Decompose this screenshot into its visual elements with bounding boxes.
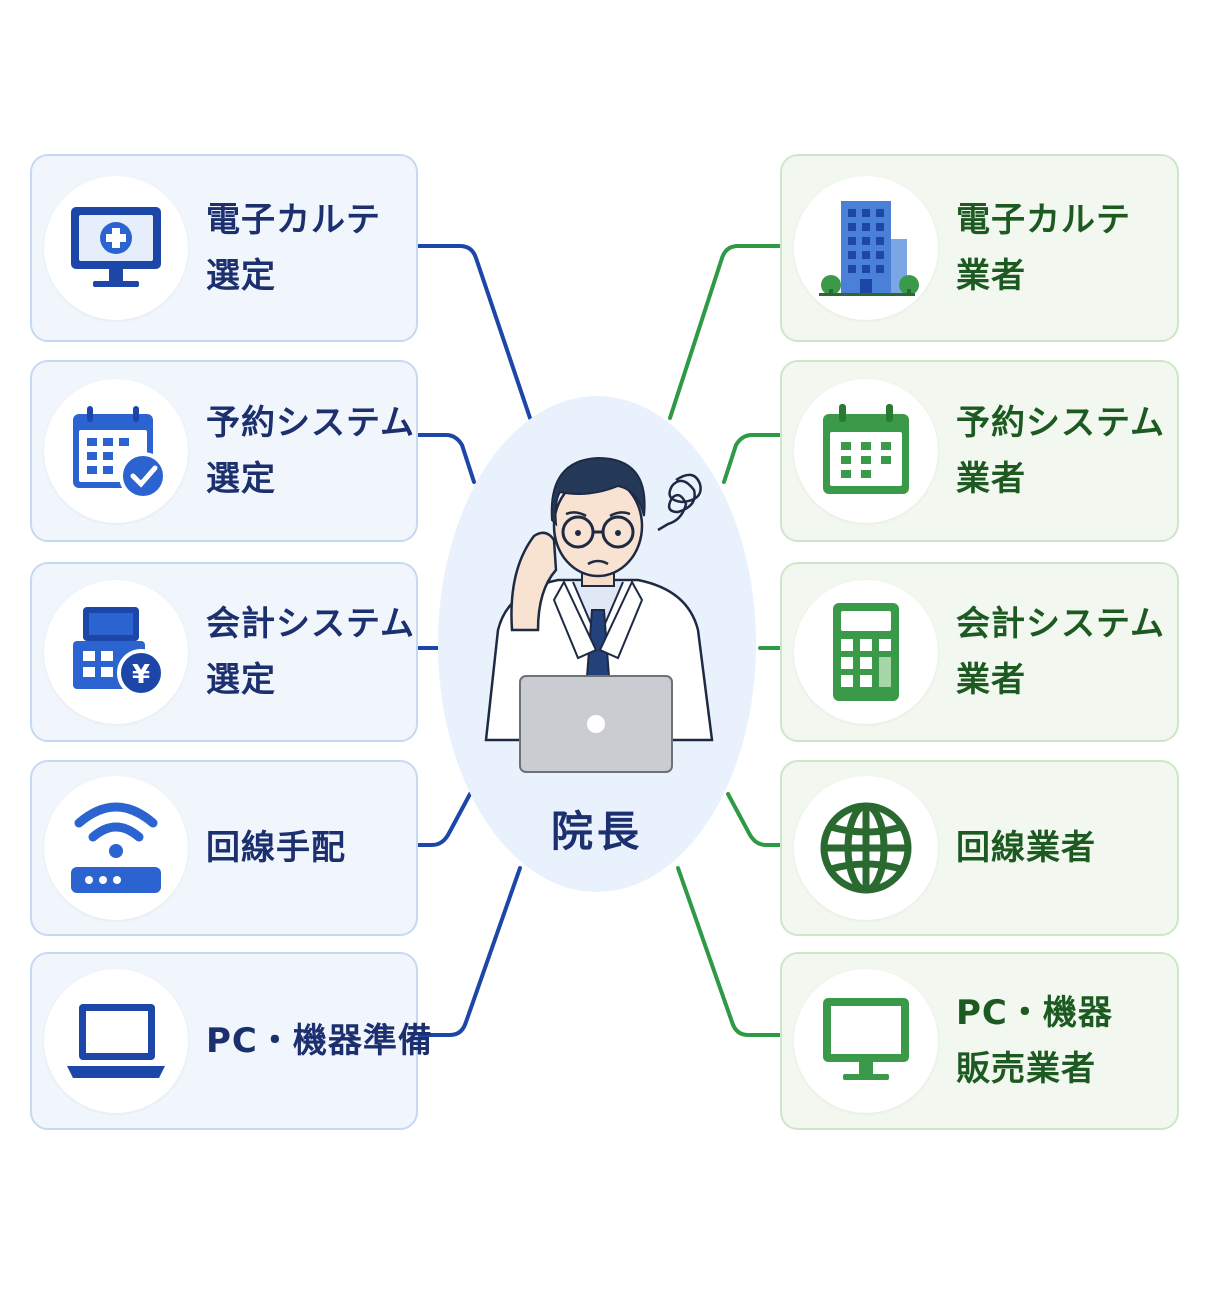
connector-left-1 [416,244,532,420]
connector-left-4 [416,792,472,847]
task-label-line1: 電子カルテ [206,200,381,240]
icon-circle [44,776,188,920]
icon-circle [44,969,188,1113]
vendor-label-line2: 業者 [956,660,1026,700]
task-label-line1: 会計システム [206,604,415,644]
task-label-line1: 予約システム [206,403,415,443]
icon-circle: ¥ [44,580,188,724]
connector-left-2 [416,433,476,484]
icon-circle [44,176,188,320]
vendor-label-line1: 会計システム [956,604,1165,644]
calendar-icon [823,404,909,494]
task-label: 会計システム 選定 [206,596,415,708]
task-label: 回線手配 [206,820,346,876]
task-label-line1: 回線手配 [206,828,346,868]
task-card-pc-preparation: PC・機器準備 [30,952,432,1130]
desktop-monitor-icon [823,998,909,1080]
vendor-label: 回線業者 [956,820,1096,876]
connector-right-1 [668,244,782,420]
vendor-label-line2: 販売業者 [956,1049,1096,1089]
task-label: 電子カルテ 選定 [206,192,381,304]
task-label: PC・機器準備 [206,1013,433,1069]
task-card-accounting-selection: ¥ 会計システム 選定 [30,562,418,742]
icon-circle [794,776,938,920]
director-title: 院長 [550,807,643,856]
vendor-card-reservation: 予約システム 業者 [780,360,1179,542]
vendor-card-line: 回線業者 [780,760,1179,936]
laptop-icon [67,1004,165,1078]
task-label-line2: 選定 [206,256,276,296]
vendor-label-line2: 業者 [956,459,1026,499]
vendor-label-line1: 予約システム [956,403,1165,443]
task-card-line-arrangement: 回線手配 [30,760,418,936]
icon-circle [794,379,938,523]
task-card-ehr-selection: 電子カルテ 選定 [30,154,418,342]
task-label-line1: PC・機器準備 [206,1021,433,1061]
register-yen-icon: ¥ [73,607,165,697]
vendor-label: PC・機器 販売業者 [956,985,1113,1097]
connector-left-5 [416,866,522,1037]
worried-doctor-icon [484,456,714,773]
task-label-line2: 選定 [206,660,276,700]
icon-circle [44,379,188,523]
vendor-label-line2: 業者 [956,256,1026,296]
icon-circle [794,969,938,1113]
calendar-check-icon [73,406,167,500]
vendor-label: 会計システム 業者 [956,596,1165,708]
svg-text:¥: ¥ [132,660,150,690]
vendor-label: 予約システム 業者 [956,395,1165,507]
task-label: 予約システム 選定 [206,395,415,507]
vendor-card-ehr: 電子カルテ 業者 [780,154,1179,342]
icon-circle [794,580,938,724]
icon-circle [794,176,938,320]
vendor-card-pc: PC・機器 販売業者 [780,952,1179,1130]
task-card-reservation-selection: 予約システム 選定 [30,360,418,542]
globe-icon [820,802,912,894]
vendor-label-line1: 電子カルテ [956,200,1131,240]
vendor-card-accounting: 会計システム 業者 [780,562,1179,742]
connector-right-5 [676,866,782,1037]
connector-right-4 [726,792,782,847]
monitor-medical-icon [71,207,161,287]
vendor-label-line1: PC・機器 [956,993,1113,1033]
calculator-icon [833,603,899,701]
vendor-label-line1: 回線業者 [956,828,1096,868]
vendor-label: 電子カルテ 業者 [956,192,1131,304]
wifi-router-icon [71,802,161,893]
connector-right-2 [722,433,782,484]
office-building-icon [819,201,919,296]
task-label-line2: 選定 [206,459,276,499]
